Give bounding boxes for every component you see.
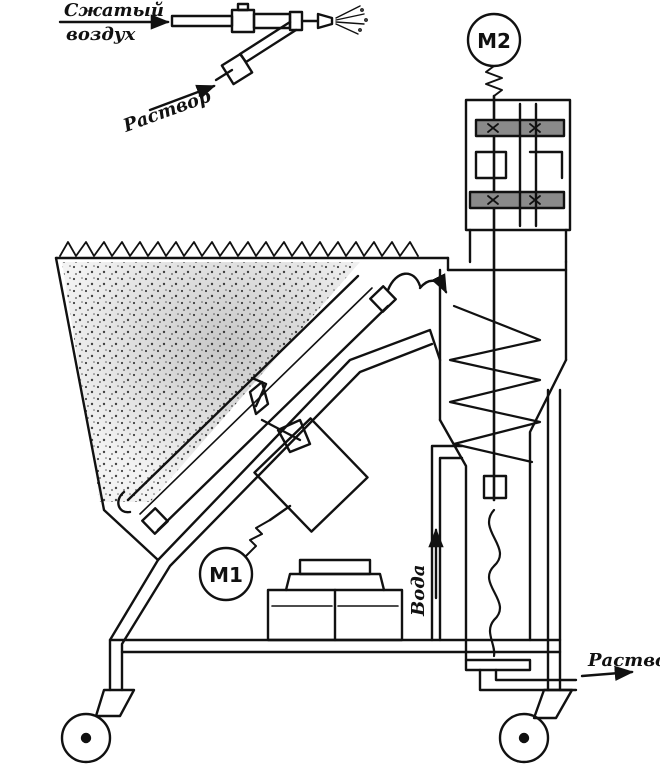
end-plug-upper xyxy=(369,285,397,313)
label-compressed-air-line2: воздух xyxy=(66,24,136,45)
mixer-body xyxy=(438,256,568,672)
cone-left xyxy=(438,418,468,662)
mortar-inlet-arrow xyxy=(148,84,216,112)
motor-m1-assembly xyxy=(198,417,369,602)
nozzle xyxy=(300,12,334,30)
drive-spring xyxy=(245,519,271,557)
caster-bracket-left xyxy=(94,688,136,718)
discharge-bend xyxy=(386,272,422,292)
end-plug-lower xyxy=(141,507,169,535)
coupling-spring xyxy=(485,65,503,97)
outlet-arrow xyxy=(580,665,634,682)
mortar-outlet xyxy=(478,665,634,692)
wheel-right xyxy=(498,712,550,764)
label-mortar-out: Раствор xyxy=(587,650,660,671)
coupling-block xyxy=(276,418,312,454)
clamp xyxy=(248,380,270,416)
shaft-bearing xyxy=(482,474,508,500)
gearbox-housing xyxy=(464,98,572,232)
spray-gun xyxy=(58,2,368,112)
gear-lower xyxy=(468,190,566,210)
air-hose-fitting xyxy=(170,14,234,28)
mixing-spiral xyxy=(448,304,542,464)
label-motor-m2: М2 xyxy=(477,29,511,53)
wheel-left xyxy=(60,712,112,764)
label-compressed-air-line1: Сжатый xyxy=(64,0,164,21)
label-mortar-in: Раствор xyxy=(120,85,215,137)
inlet-hook xyxy=(117,490,132,514)
label-motor-m1: М1 xyxy=(209,563,243,587)
label-water: Вода xyxy=(408,565,429,617)
hopper-wall-left xyxy=(54,256,160,562)
sieve-grid xyxy=(59,241,419,257)
cone-right xyxy=(528,358,568,642)
pump-screw xyxy=(487,508,502,658)
flow-arrow xyxy=(418,273,448,294)
water-inlet xyxy=(428,444,464,642)
caster-bracket-right xyxy=(532,688,574,720)
motor-m1 xyxy=(198,546,254,602)
air-valve xyxy=(230,8,256,34)
compressor-unit xyxy=(266,558,404,642)
motor-m1-housing xyxy=(253,417,369,533)
hopper xyxy=(54,241,450,562)
motor-m2-assembly xyxy=(464,12,572,502)
spray-jet-icon xyxy=(335,5,368,35)
pump-outlet-base xyxy=(464,658,532,672)
inclined-conveyor xyxy=(117,272,448,535)
mortar-hose-fitting xyxy=(220,52,254,86)
